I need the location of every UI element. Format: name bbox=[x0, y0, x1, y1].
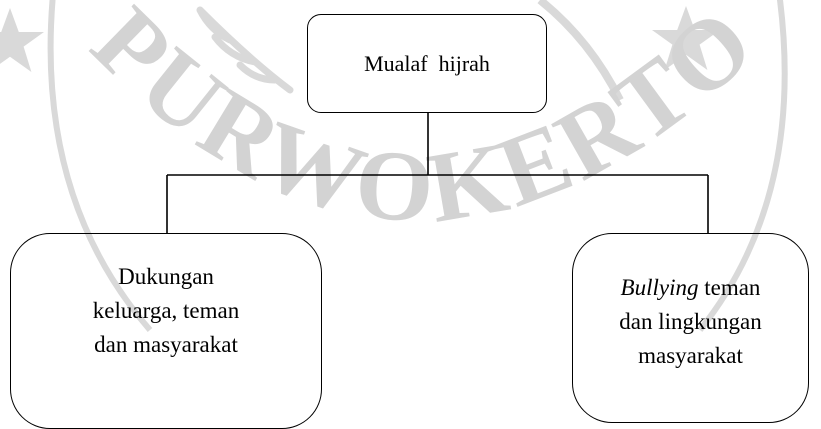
node-bullying-line-2: dan lingkungan bbox=[619, 309, 762, 334]
node-mualaf-hijrah-label: Mualaf hijrah bbox=[364, 50, 490, 76]
node-bullying-line-1: Bullying teman bbox=[619, 271, 761, 305]
node-bullying-line-3: masyarakat bbox=[638, 343, 743, 368]
node-dukungan-line-1: Dukungan bbox=[118, 264, 214, 289]
seal-ring-left bbox=[47, 0, 153, 332]
seal-star-right-icon bbox=[652, 6, 720, 70]
seal-star-left-icon bbox=[0, 8, 44, 72]
node-dukungan-line-3: dan masyarakat bbox=[94, 332, 238, 357]
node-bullying-line-1-rest: teman bbox=[698, 275, 761, 300]
node-bullying: Bullying teman dan lingkungan masyarakat bbox=[572, 233, 809, 423]
seal-drape-icon bbox=[537, 0, 624, 102]
node-mualaf-hijrah: Mualaf hijrah bbox=[307, 14, 547, 113]
seal-branch-icon bbox=[196, 6, 294, 94]
node-dukungan: Dukungan keluarga, teman dan masyarakat bbox=[10, 233, 322, 429]
node-bullying-italic: Bullying bbox=[620, 275, 699, 300]
node-dukungan-line-2: keluarga, teman bbox=[92, 298, 240, 323]
seal-ring-right bbox=[697, 0, 788, 332]
